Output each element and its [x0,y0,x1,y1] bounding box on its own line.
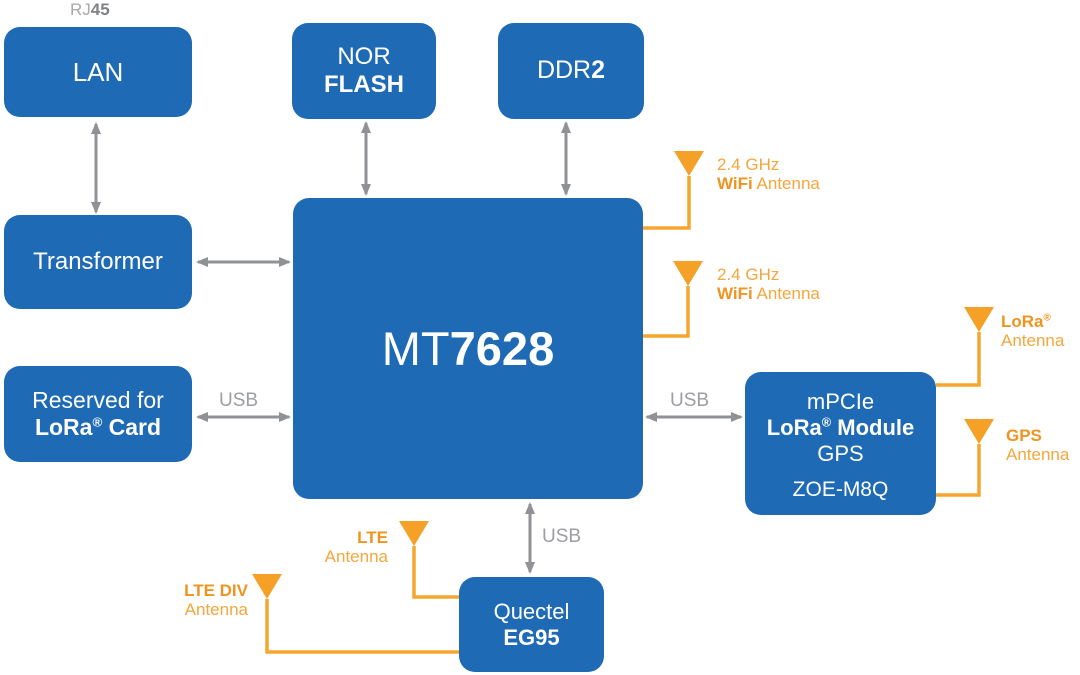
lte-div-antenna-icon [252,574,282,599]
lte-feed-line [412,546,459,599]
quectel-line2: EG95 [503,624,560,650]
block-lan-label: LAN [72,56,124,87]
nor-flash-line1: NOR [337,42,391,70]
antenna-feed-lines [265,176,981,654]
lora-antenna-icon [964,307,994,332]
lte-div-feed-line [265,599,459,654]
lte-div-antenna-label: LTE DIV Antenna [184,581,248,619]
gps-antenna-icon [964,419,994,444]
block-lan: LAN [4,27,192,117]
wifi1-feed-line [643,176,691,230]
block-transformer: Transformer [4,215,192,309]
mpcie-line3: GPS [817,440,864,466]
wifi2-antenna-icon [673,261,703,286]
block-mpcie-lora-module: mPCIe LoRa® Module GPS ZOE-M8Q [745,372,936,515]
block-mt7628: MT7628 [293,198,643,499]
ddr2-label: DDR2 [536,56,606,85]
lte-antenna-icon [399,521,429,546]
lora-feed-line [936,332,981,387]
block-quectel-eg95: Quectel EG95 [459,577,604,672]
nor-flash-line2: FLASH [324,71,404,98]
wifi1-antenna-icon [674,151,704,176]
lte-antenna-label: LTE Antenna [324,528,388,566]
reserved-line1: Reserved for [32,386,164,413]
quectel-line1: Quectel [493,598,570,624]
wifi-antenna-1-label: 2.4 GHz WiFi Antenna [717,155,820,193]
mpcie-line1: mPCIe [806,389,875,414]
rj45-label: RJ45 [70,0,110,19]
usb-label-modem: USB [542,526,582,547]
block-nor-flash: NOR FLASH [292,23,436,119]
antenna-icons [252,151,994,599]
wifi2-feed-line [643,286,690,338]
usb-label-mpcie: USB [670,390,710,411]
lora-antenna-label: LoRa® Antenna [1001,312,1065,350]
block-ddr2: DDR2 [498,23,644,119]
wifi-antenna-2-label: 2.4 GHz WiFi Antenna [717,265,820,303]
mt7628-label: MT7628 [381,321,555,375]
gray-bus-arrows [91,121,743,574]
mpcie-line2: LoRa® Module [766,414,915,440]
usb-label-lora-card: USB [219,390,259,411]
mpcie-line4: ZOE-M8Q [792,477,889,501]
reserved-line2: LoRa® Card [34,414,162,440]
gps-antenna-label: GPS Antenna [1006,426,1070,464]
gps-feed-line [936,444,981,497]
block-transformer-label: Transformer [33,247,163,275]
block-reserved-lora-card: Reserved for LoRa® Card [4,366,192,462]
